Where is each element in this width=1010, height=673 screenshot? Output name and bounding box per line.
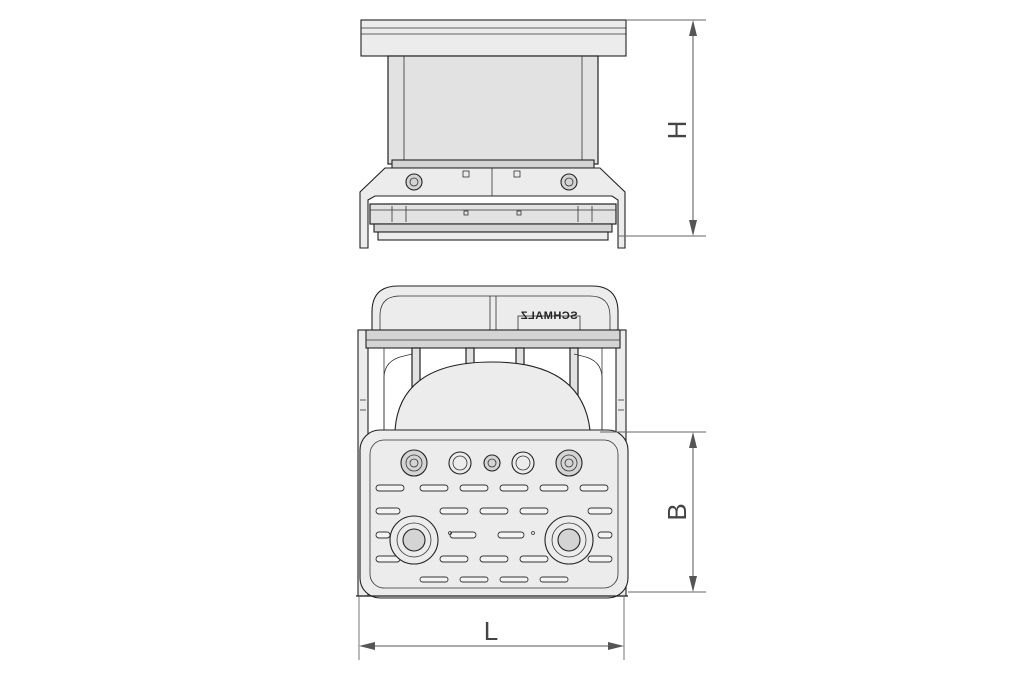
dimension-b: B bbox=[600, 431, 706, 593]
brand-logo: SCHMALZ bbox=[520, 310, 577, 322]
top-view: SCHMALZ bbox=[356, 285, 629, 599]
side-fitting-left bbox=[405, 173, 423, 191]
port-2 bbox=[511, 451, 535, 475]
center-valve bbox=[483, 454, 501, 472]
side-view bbox=[359, 19, 627, 249]
top-plate bbox=[360, 19, 627, 57]
vacuum-chamber bbox=[394, 361, 591, 431]
dimension-h-label: H bbox=[662, 121, 692, 140]
fitting-left bbox=[400, 449, 428, 477]
suction-plate-edge bbox=[369, 203, 617, 225]
lower-housing bbox=[359, 167, 626, 249]
dimension-h: H bbox=[618, 19, 706, 237]
suction-slots bbox=[375, 484, 613, 583]
side-fitting-right bbox=[560, 173, 578, 191]
dimension-b-label: B bbox=[662, 503, 692, 520]
port-1 bbox=[448, 451, 472, 475]
dimension-l: L bbox=[358, 596, 625, 660]
upper-frame bbox=[371, 285, 619, 331]
dimension-l-label: L bbox=[484, 616, 498, 646]
fitting-right bbox=[555, 449, 583, 477]
body-block bbox=[387, 55, 599, 165]
